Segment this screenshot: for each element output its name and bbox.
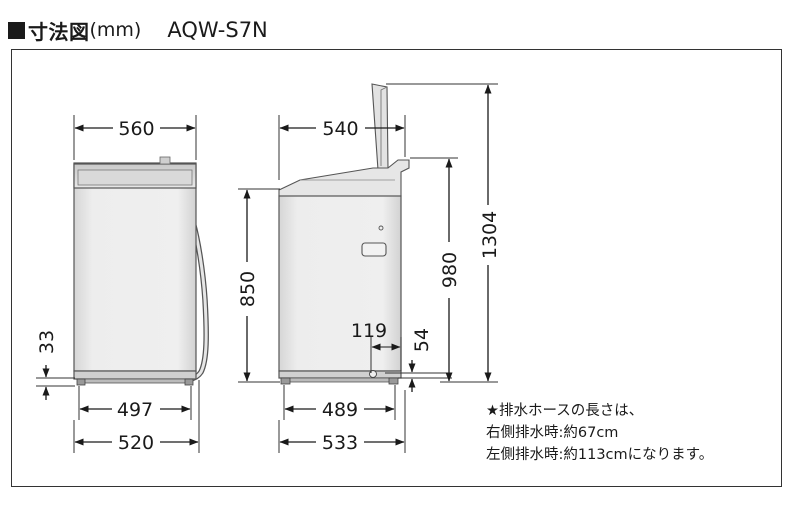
drain-hose-note: ★排水ホースの長さは、 右側排水時:約67cm 左側排水時:約113cmになりま… (486, 400, 713, 466)
square-bullet-icon (8, 21, 25, 39)
dim-540: 540 (322, 118, 358, 140)
front-body (73, 162, 197, 372)
dim-850: 850 (237, 271, 259, 307)
dim-497: 497 (117, 399, 153, 421)
dim-33: 33 (36, 330, 58, 354)
dim-520: 520 (118, 432, 154, 454)
model-number: AQW-S7N (167, 18, 268, 42)
dim-980: 980 (439, 252, 461, 288)
diagram-frame (11, 49, 782, 487)
dim-119: 119 (351, 320, 387, 342)
dim-54: 54 (411, 328, 433, 352)
side-view: 540 850 119 54 980 1304 4 (237, 83, 501, 454)
note-line-3: 左側排水時:約113cmになります。 (486, 447, 714, 463)
side-top-panel (278, 159, 410, 197)
title-text: 寸法図 (28, 19, 90, 44)
dim-560: 560 (118, 118, 154, 140)
side-open-lid (371, 83, 389, 171)
side-base (278, 370, 402, 379)
side-handle (361, 242, 387, 257)
note-line-1: ★排水ホースの長さは、 (486, 403, 644, 419)
figure-title: 寸法図 (mm) AQW-S7N (8, 14, 268, 46)
note-line-2: 右側排水時:約67cm (486, 425, 619, 441)
front-view: 560 33 497 520 (36, 115, 209, 454)
dim-489: 489 (322, 399, 358, 421)
unit-label: (mm) (89, 19, 142, 41)
dim-533: 533 (322, 432, 358, 454)
dim-1304: 1304 (479, 211, 501, 259)
front-base (73, 370, 197, 380)
side-body (278, 195, 402, 372)
